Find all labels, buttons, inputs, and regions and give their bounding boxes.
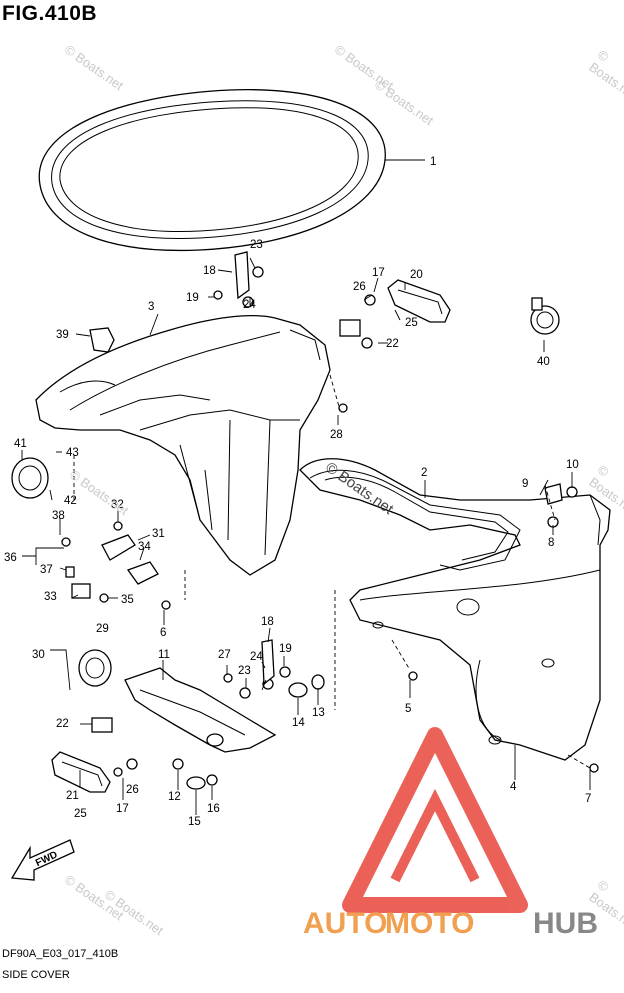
latch-handle-lower bbox=[51, 751, 111, 793]
part-label-32: 32 bbox=[111, 499, 124, 511]
part-label-40: 40 bbox=[537, 356, 550, 368]
part-label-19-lower: 19 bbox=[279, 643, 292, 655]
grommet-29 bbox=[78, 649, 112, 687]
part-label-5: 5 bbox=[405, 703, 411, 715]
part-label-17-upper: 17 bbox=[372, 267, 385, 279]
side-cover-right bbox=[299, 458, 611, 761]
part-label-35: 35 bbox=[121, 594, 134, 606]
part-label-42: 42 bbox=[64, 495, 77, 507]
part-label-33: 33 bbox=[44, 591, 57, 603]
model-code: DF90A_E03_017_410B bbox=[2, 948, 119, 960]
figure-title: FIG.410B bbox=[2, 2, 98, 25]
part-label-22-lower: 22 bbox=[56, 718, 69, 730]
part-label-7: 7 bbox=[585, 793, 591, 805]
part-label-23-lower: 23 bbox=[238, 665, 251, 677]
logo-text-hub: HUB bbox=[533, 907, 598, 940]
figure-caption: SIDE COVER bbox=[2, 969, 70, 981]
part-label-23-upper: 23 bbox=[250, 239, 263, 251]
part-label-9: 9 bbox=[522, 478, 528, 490]
part-label-1: 1 bbox=[430, 156, 436, 168]
part-label-11: 11 bbox=[158, 649, 170, 661]
part-label-24-lower: 24 bbox=[250, 651, 263, 663]
leader-lines bbox=[21, 159, 591, 815]
part-label-6: 6 bbox=[160, 627, 166, 639]
part-label-43: 43 bbox=[66, 447, 79, 459]
part-label-39: 39 bbox=[56, 329, 69, 341]
part-label-36: 36 bbox=[4, 552, 17, 564]
clip-39 bbox=[89, 327, 115, 353]
part-label-24-upper: 24 bbox=[243, 299, 256, 311]
part-label-21: 21 bbox=[66, 790, 79, 802]
part-label-25-upper: 25 bbox=[405, 317, 418, 329]
part-label-8: 8 bbox=[548, 537, 554, 549]
fasteners bbox=[61, 251, 599, 790]
part-label-22-upper: 22 bbox=[386, 338, 399, 350]
part-label-4: 4 bbox=[510, 781, 517, 793]
part-label-2: 2 bbox=[421, 467, 427, 479]
part-label-18-upper: 18 bbox=[203, 265, 216, 277]
part-label-10: 10 bbox=[566, 459, 579, 471]
automotohub-logo-mark bbox=[342, 727, 528, 913]
fwd-arrow: FWD bbox=[10, 839, 75, 881]
latch-handle-upper bbox=[387, 279, 451, 323]
part-label-27: 27 bbox=[218, 649, 231, 661]
logo-triangle bbox=[342, 727, 528, 913]
part-label-15: 15 bbox=[188, 816, 201, 828]
part-label-19-upper: 19 bbox=[186, 292, 199, 304]
part-label-29: 29 bbox=[96, 623, 109, 635]
part-label-16: 16 bbox=[207, 803, 220, 815]
part-label-14: 14 bbox=[292, 717, 305, 729]
grommet-40 bbox=[530, 297, 560, 335]
part-label-41: 41 bbox=[14, 438, 27, 450]
logo-text-moto: MOTO bbox=[385, 907, 474, 940]
collar-41 bbox=[11, 457, 49, 499]
logo-text-auto: AUTO bbox=[303, 907, 387, 940]
side-cover-left bbox=[35, 314, 331, 576]
part-label-31: 31 bbox=[152, 528, 165, 540]
part-label-30: 30 bbox=[32, 649, 45, 661]
part-label-28: 28 bbox=[330, 429, 343, 441]
part-label-17-lower: 17 bbox=[116, 803, 129, 815]
part-label-3: 3 bbox=[148, 301, 154, 313]
part-label-26-upper: 26 bbox=[353, 281, 366, 293]
seal-ring bbox=[38, 88, 386, 252]
part-label-25-lower: 25 bbox=[74, 808, 87, 820]
assembly-lines bbox=[73, 374, 591, 769]
part-label-34: 34 bbox=[138, 541, 151, 553]
cover-bracket bbox=[124, 667, 277, 753]
part-label-26-lower: 26 bbox=[126, 784, 139, 796]
fwd-label: FWD bbox=[34, 849, 59, 869]
part-label-12: 12 bbox=[168, 791, 181, 803]
part-label-13: 13 bbox=[312, 707, 325, 719]
part-label-38: 38 bbox=[52, 510, 65, 522]
part-label-18-lower: 18 bbox=[261, 616, 274, 628]
part-number-labels: 1 2 3 4 5 6 7 8 9 10 11 12 13 14 15 16 1… bbox=[4, 156, 591, 828]
part-label-37: 37 bbox=[40, 564, 53, 576]
part-label-20: 20 bbox=[410, 269, 423, 281]
